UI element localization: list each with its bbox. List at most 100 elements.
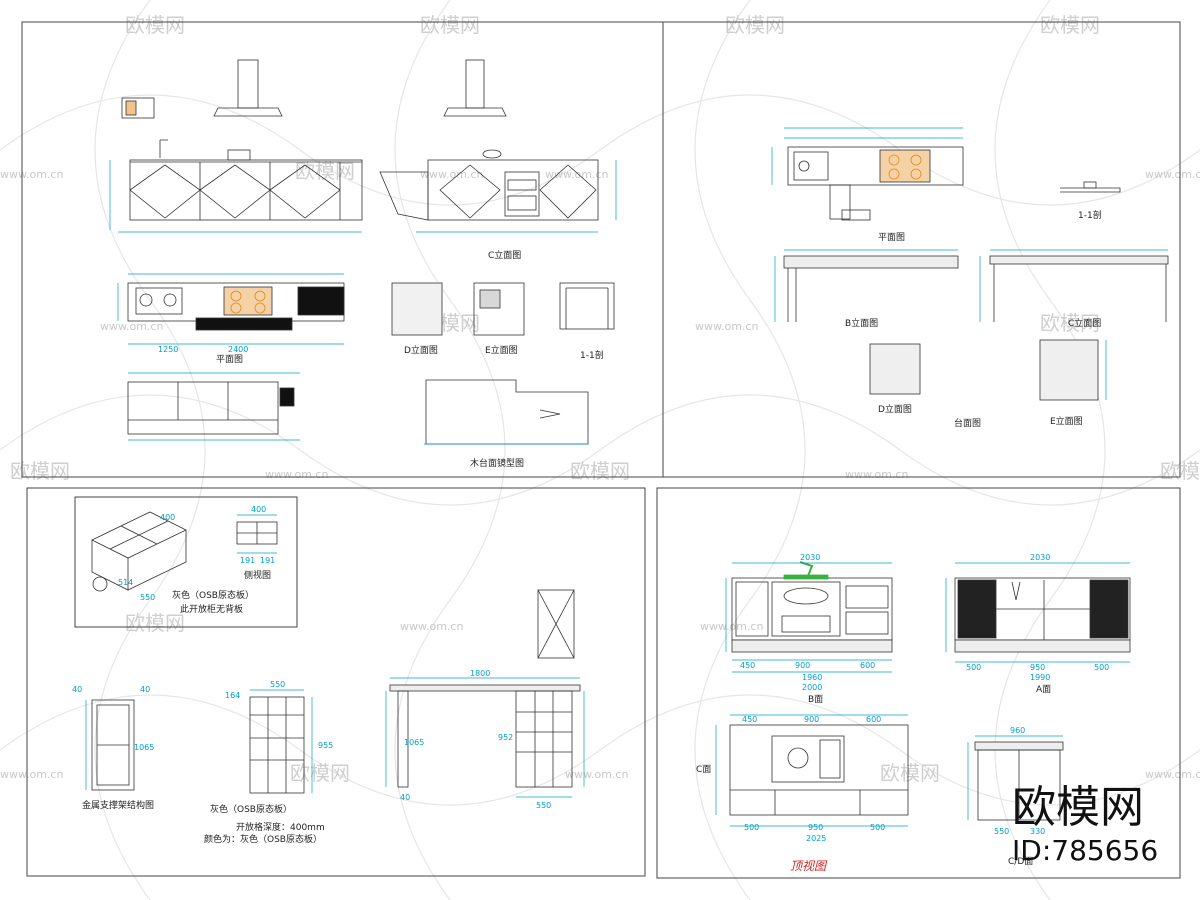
watermark-brand: 欧模网	[725, 13, 785, 37]
dim-cd-330: 330	[1030, 827, 1045, 836]
label-plan-2: 平面图	[878, 232, 905, 243]
inset-dim-b: 191	[260, 556, 275, 565]
label-b-face: B面	[808, 694, 823, 705]
sheet3-drawings	[91, 511, 581, 794]
dim-b-total: 2030	[800, 553, 820, 562]
label-plan: 平面图	[216, 354, 243, 365]
counter-dim-base: 550	[536, 801, 551, 810]
watermark-site: www.om.cn	[265, 468, 328, 481]
dim-a-total: 2030	[1030, 553, 1050, 562]
shelf-dim-h: 955	[318, 741, 333, 750]
watermark-brand: 欧模网	[10, 459, 70, 483]
counter-dim-r: 952	[498, 733, 513, 742]
dim-b-450: 450	[740, 661, 755, 670]
watermark-site: www.om.cn	[1145, 768, 1200, 781]
watermark-site: www.om.cn	[0, 768, 63, 781]
inset-label: 侧视图	[244, 569, 271, 581]
sheet4-drawings	[729, 561, 1131, 821]
sheet-frame-bottom-right	[656, 487, 1181, 879]
label-c-elevation-2: C立面图	[1068, 317, 1101, 329]
dim-b-900: 900	[795, 661, 810, 670]
sheet2-labels: 平面图 1-1剖 B立面图 C立面图 D立面图 E立面图 台面图	[845, 209, 1102, 429]
sheet3-dimension-lines	[85, 514, 585, 798]
dim-b-600: 600	[860, 661, 875, 670]
sheet2-dimension-lines	[771, 127, 1168, 400]
corner-brand: 欧模网	[1012, 782, 1144, 833]
shelf-note1: 开放格深度：400mm	[236, 821, 325, 833]
sheet1-drawings	[121, 59, 615, 445]
dim-cd-550: 550	[994, 827, 1009, 836]
dim-t-500: 500	[744, 823, 759, 832]
watermark-site: www.om.cn	[400, 620, 463, 633]
shelf-note2: 颜色为：灰色（OSB原态板）	[204, 833, 322, 845]
corner-id: ID:785656	[1012, 834, 1158, 867]
watermark-site: www.om.cn	[565, 768, 628, 781]
counter-dim-h: 1065	[404, 738, 424, 747]
inset-note: 此开放柜无背板	[180, 603, 243, 615]
sheet1-labels: C立面图 平面图 D立面图 E立面图 1-1剖 木台面镜型图 2400 1250	[158, 249, 604, 469]
dim-t-2025: 2025	[806, 834, 826, 843]
watermark-site: www.om.cn	[1145, 168, 1200, 181]
frame-dim-w: 40	[72, 685, 82, 694]
sheet-frame-top	[21, 21, 1181, 478]
dim-plan-mid: 1250	[158, 345, 178, 354]
inset-dim-514: 514	[118, 578, 133, 587]
label-cd-face: C/D面	[1008, 856, 1033, 867]
watermark-site: www.om.cn	[695, 320, 758, 333]
sheet4-dimension-lines	[715, 562, 1130, 827]
dim-a-950: 950	[1030, 663, 1045, 672]
sheet-frame-bottom-left	[26, 487, 646, 877]
watermark-brand: 欧模网	[880, 761, 940, 785]
watermark-site: www.om.cn	[420, 168, 483, 181]
watermark-brand: 欧模网	[125, 611, 185, 635]
dim-b-sum: 1960	[802, 673, 822, 682]
sheet3-labels: 400 191 191 侧视图 400 514 550 灰色（OSB原态板） 此…	[72, 505, 551, 845]
dim-a-500b: 500	[1094, 663, 1109, 672]
dim-t-900: 900	[804, 715, 819, 724]
dim-t-950: 950	[808, 823, 823, 832]
shelf-dim-top: 164	[225, 691, 240, 700]
watermark-site: www.om.cn	[545, 168, 608, 181]
dim-b-2000: 2000	[802, 683, 822, 692]
watermark-site: www.om.cn	[845, 468, 908, 481]
dim-t-600: 600	[866, 715, 881, 724]
label-section: 1-1剖	[580, 349, 604, 361]
sheet1-dimension-lines	[109, 160, 617, 445]
frame-label: 金属支撑架结构图	[82, 799, 154, 811]
watermark-brand: 欧模网	[420, 13, 480, 37]
inset-frame	[74, 496, 298, 628]
watermark-brand: 欧模网	[1040, 13, 1100, 37]
watermark-site: www.om.cn	[100, 320, 163, 333]
label-d-elevation-2: D立面图	[878, 403, 912, 415]
watermark-brand: 欧模网	[1040, 311, 1100, 335]
label-e-elevation-2: E立面图	[1050, 415, 1083, 427]
watermark-site: www.om.cn	[0, 168, 63, 181]
counter-dim-40: 40	[400, 793, 410, 802]
frame-dim-w2: 40	[140, 685, 150, 694]
label-countertop: 台面图	[954, 417, 981, 429]
inset-dim-a: 191	[240, 556, 255, 565]
watermark-brand: 欧模网	[570, 459, 630, 483]
inset-dim-550: 550	[140, 593, 155, 602]
corner-watermark: 欧模网 ID:785656	[1012, 782, 1158, 867]
dim-a-1990: 1990	[1030, 673, 1050, 682]
shelf-dim-w: 550	[270, 680, 285, 689]
dim-plan-total: 2400	[228, 345, 248, 354]
label-top-view: 顶视图	[790, 859, 828, 873]
label-d-elevation: D立面图	[404, 344, 438, 356]
dim-a-500: 500	[966, 663, 981, 672]
watermark-brand: 欧模网	[290, 761, 350, 785]
dim-t-500b: 500	[870, 823, 885, 832]
label-wood-top: 木台面镜型图	[470, 457, 524, 469]
inset-dim-top: 400	[251, 505, 266, 514]
label-e-elevation: E立面图	[485, 344, 518, 356]
frame-dim-h: 1065	[134, 743, 154, 752]
watermark-layer: 欧模网 欧模网 欧模网 欧模网 欧模网 欧模网 欧模网 欧模网 欧模网 欧模网 …	[10, 13, 1200, 785]
shelf-color: 灰色（OSB原态板）	[210, 803, 292, 815]
inset-dim-400: 400	[160, 513, 175, 522]
inset-color: 灰色（OSB原态板）	[172, 589, 254, 601]
sheet2-drawings	[783, 146, 1169, 401]
sheet4-labels: 2030 450 900 600 1960 2000 B面 2030 500 9…	[696, 553, 1109, 873]
